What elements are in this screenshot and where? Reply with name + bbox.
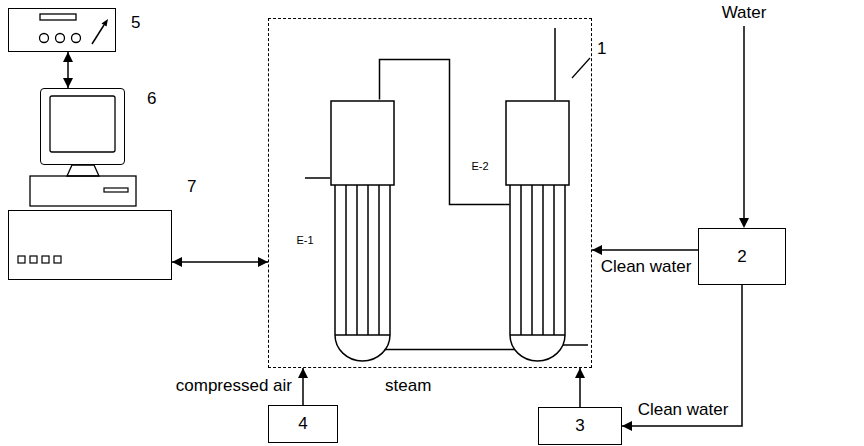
heat-exchanger: E-2 <box>505 100 570 362</box>
exchanger-head <box>331 101 394 185</box>
leader-line <box>572 58 590 78</box>
tube <box>509 185 511 335</box>
arrowhead <box>739 218 749 228</box>
tube <box>542 185 544 335</box>
steam-generator: 3 <box>538 407 622 445</box>
display-slot <box>40 14 76 20</box>
outlet-pipe <box>563 344 588 346</box>
callout-number: 5 <box>131 13 140 33</box>
heat-exchanger-outline <box>505 100 570 362</box>
monitor-stand <box>67 165 99 176</box>
flow-arrow <box>579 368 581 407</box>
knob <box>40 34 49 43</box>
pipe <box>380 60 510 205</box>
button <box>30 256 37 263</box>
dial-tip <box>102 19 109 27</box>
flow-arrow <box>622 285 742 426</box>
water-tank: 2 <box>698 228 786 285</box>
monitor: 6 <box>40 88 125 165</box>
callout-number: 3 <box>575 416 584 436</box>
button <box>54 256 61 263</box>
tube <box>531 185 533 335</box>
pipe <box>385 349 515 351</box>
tube <box>564 185 566 335</box>
tube <box>367 185 369 335</box>
flow-label: steam <box>383 376 433 396</box>
cap-flange <box>510 334 565 336</box>
inflow-line <box>743 26 745 220</box>
flow-label: Clean water <box>636 400 731 420</box>
air-compressor: 4 <box>268 405 338 443</box>
callout-number: 4 <box>298 414 307 434</box>
heat-exchanger: E-1 <box>330 100 395 362</box>
computer-host: 7 <box>8 210 172 280</box>
knob <box>72 34 81 43</box>
tube <box>520 185 522 335</box>
tube <box>334 185 336 335</box>
tube <box>389 185 391 335</box>
tube <box>356 185 358 335</box>
callout-number: 6 <box>147 89 156 109</box>
dial-needle <box>92 25 104 44</box>
tube <box>345 185 347 335</box>
monitor-screen <box>50 96 115 152</box>
outlet-pipe <box>554 28 556 100</box>
knob <box>56 34 65 43</box>
desktop-unit <box>30 176 136 206</box>
system-boundary: 1E-1E-2 <box>268 18 592 368</box>
data-link <box>67 52 69 88</box>
bottom-cap <box>335 335 390 361</box>
button <box>18 256 25 263</box>
flow-label: Clean water <box>599 257 694 277</box>
exchanger-head <box>506 101 569 185</box>
flow-label: compressed air <box>174 376 294 396</box>
equipment-label: E-2 <box>472 160 489 173</box>
tube <box>553 185 555 335</box>
callout-number: 1 <box>597 39 606 59</box>
inlet-pipe <box>305 177 330 179</box>
callout-number: 2 <box>737 247 746 267</box>
instrument-box: 5 <box>8 8 116 52</box>
button <box>42 256 49 263</box>
flow-arrow <box>302 368 304 405</box>
drive-slot <box>104 188 128 192</box>
data-link <box>172 261 268 263</box>
bottom-cap <box>510 335 565 361</box>
flow-arrow <box>592 249 698 251</box>
tube <box>378 185 380 335</box>
cap-flange <box>335 334 390 336</box>
callout-number: 7 <box>187 177 196 197</box>
flow-label: Water <box>720 3 769 23</box>
equipment-label: E-1 <box>297 234 314 247</box>
heat-exchanger-outline <box>330 100 395 362</box>
